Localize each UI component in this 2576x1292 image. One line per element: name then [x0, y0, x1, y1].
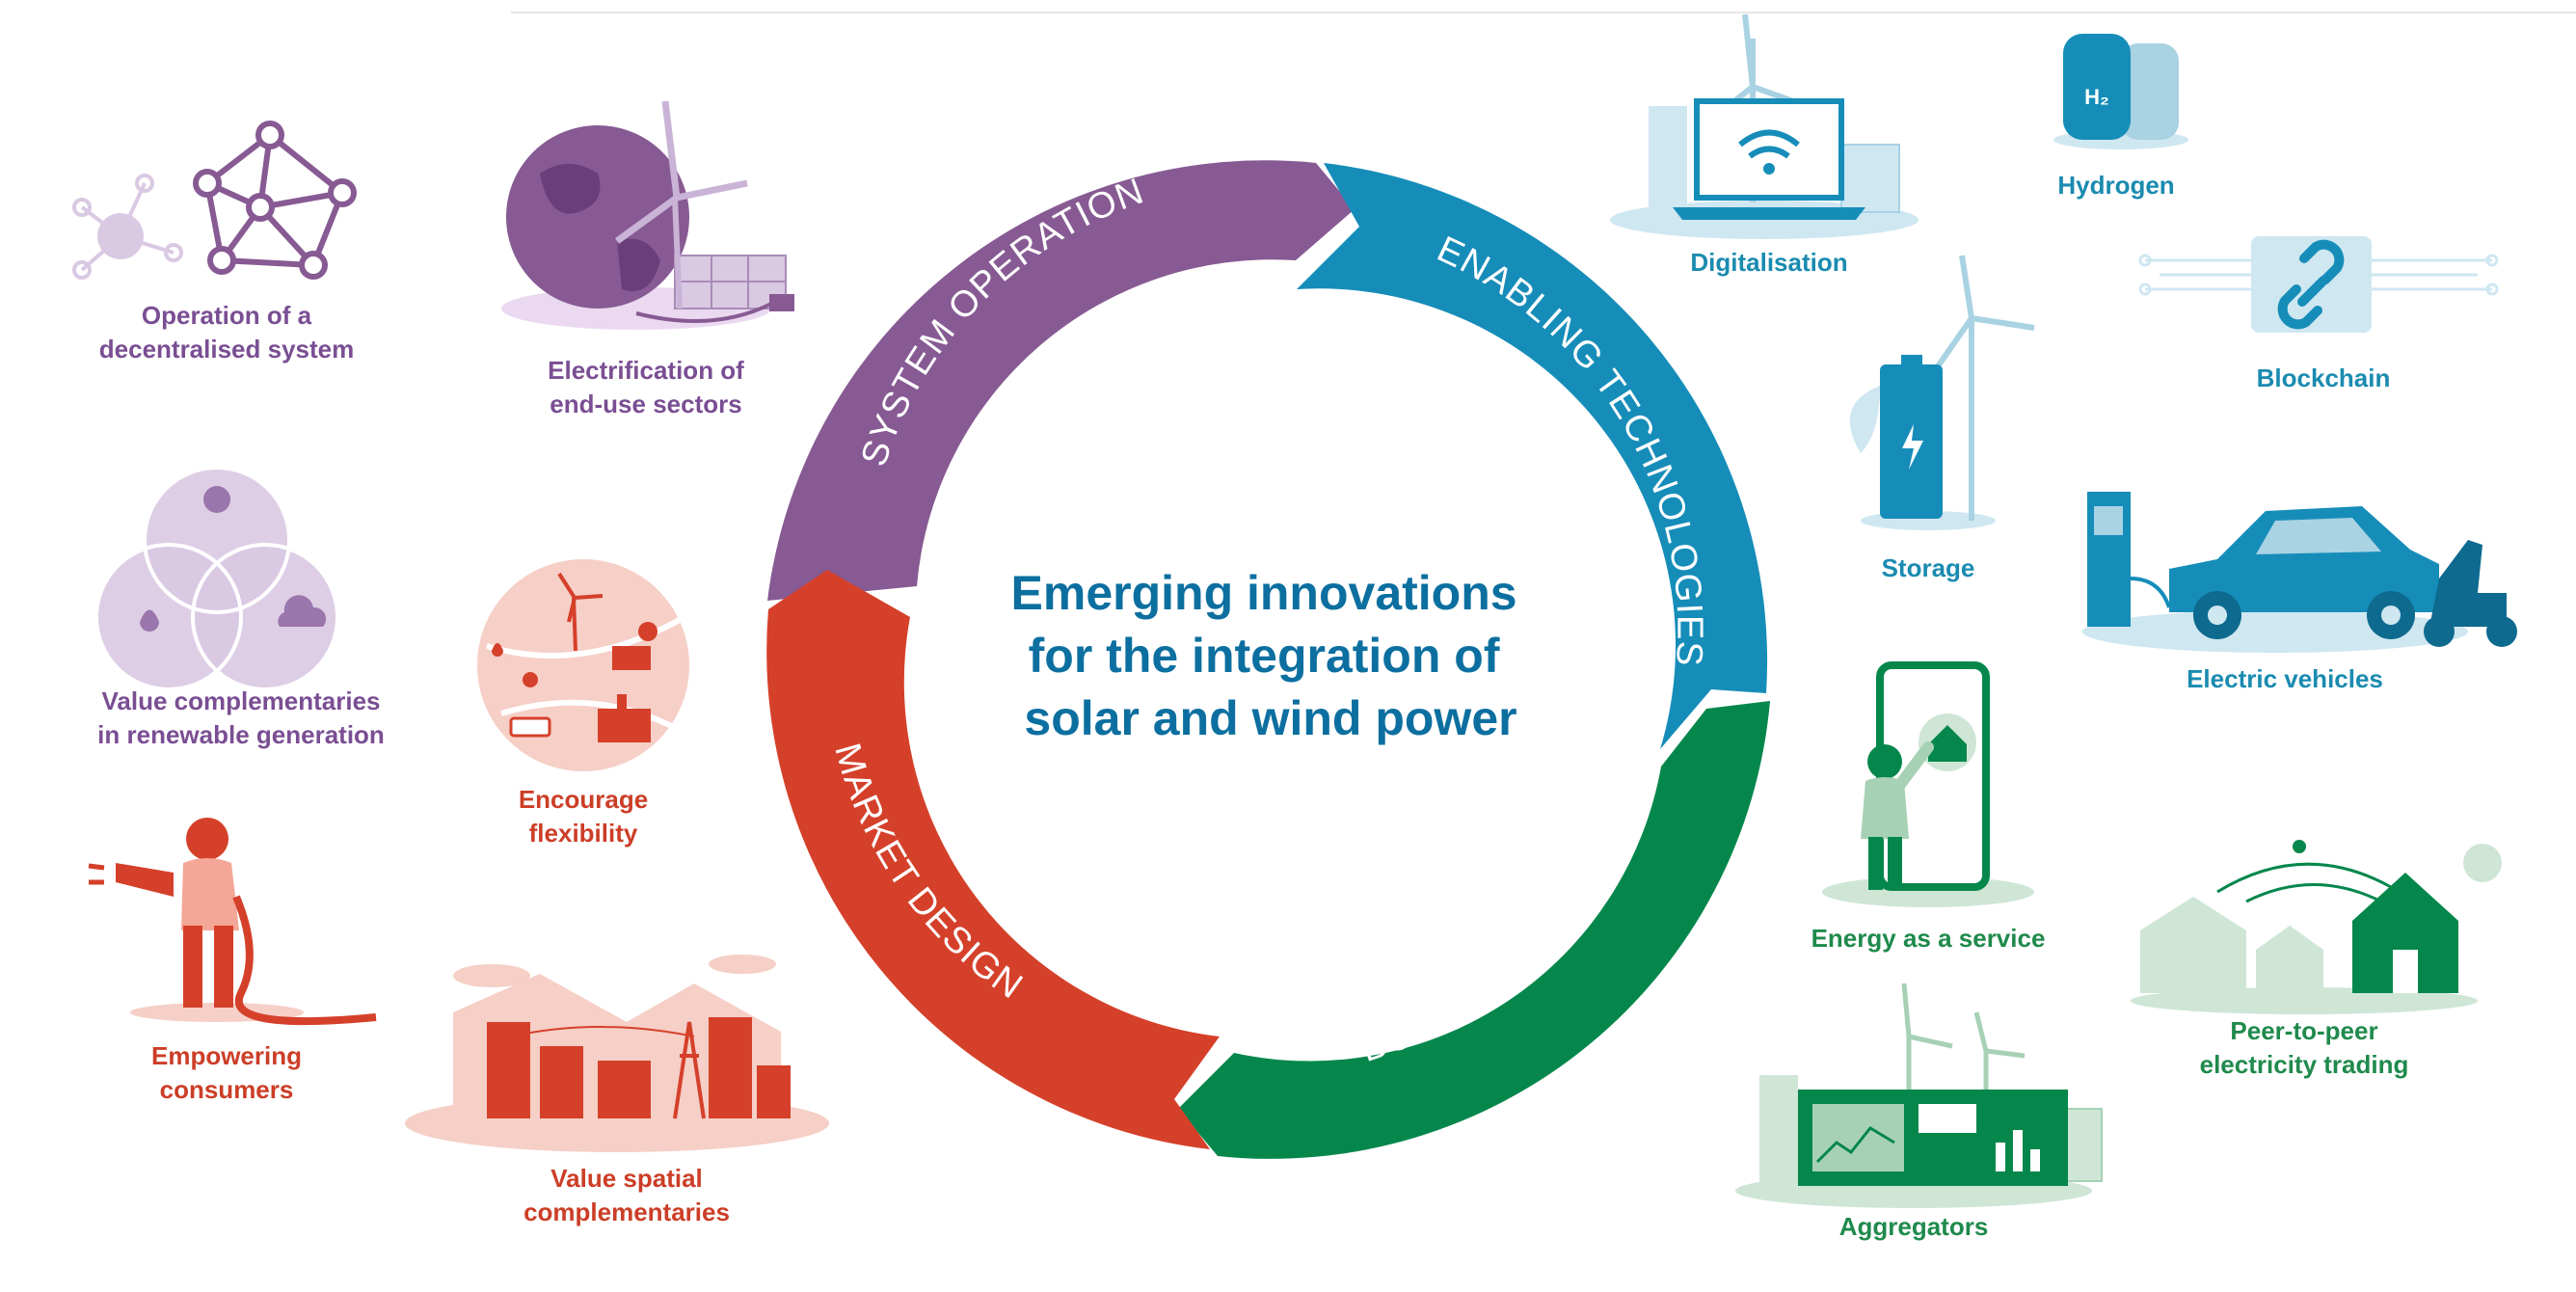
- market-design-segment: [766, 570, 1220, 1149]
- network-graph-icon: [72, 121, 357, 280]
- value-complementaries-renewable-label: Value complementaries in renewable gener…: [97, 686, 385, 749]
- electric-car-icon: [2082, 492, 2517, 653]
- encourage-flexibility-label: Encourage flexibility: [518, 785, 649, 848]
- enabling-technologies-segment: [1297, 163, 1768, 749]
- flexibility-circle-icon: [477, 559, 689, 771]
- electric-vehicles-label: Electric vehicles: [2187, 664, 2383, 693]
- battery-icon: [1849, 255, 2035, 530]
- laptop-wifi-icon: [1610, 13, 1919, 239]
- smartphone-house-icon: [1822, 661, 2034, 907]
- center-title: Emerging innovations for the integration…: [1011, 566, 1531, 745]
- hydrogen-label: Hydrogen: [2057, 171, 2175, 200]
- houses-trading-icon: [2131, 840, 2502, 1014]
- peer-to-peer-trading-label: Peer-to-peer electricity trading: [2199, 1016, 2409, 1079]
- globe-wind-solar-icon: [501, 100, 794, 330]
- digitalisation-label: Digitalisation: [1690, 248, 1848, 277]
- top-divider: [511, 12, 2576, 13]
- venn-weather-icon: [94, 466, 339, 691]
- innovation-ring: [766, 160, 1770, 1159]
- storage-label: Storage: [1881, 553, 1975, 582]
- chain-link-icon: [2138, 236, 2499, 333]
- aggregators-label: Aggregators: [1838, 1212, 1989, 1241]
- hydrogen-tank-icon: H₂: [2053, 34, 2188, 149]
- electrification-end-use-label: Electrification of end-use sectors: [548, 356, 744, 418]
- person-plug-icon: [88, 818, 377, 1026]
- system-operation-segment: [767, 160, 1355, 601]
- city-grid-icon: [405, 955, 829, 1152]
- dashboard-board-icon: [1735, 982, 2103, 1208]
- energy-as-a-service-label: Energy as a service: [1811, 924, 2046, 953]
- operation-decentralised-system-label: Operation of a decentralised system: [98, 301, 355, 363]
- hydrogen-tank-text: H₂: [2084, 85, 2109, 109]
- empowering-consumers-label: Empowering consumers: [150, 1041, 302, 1104]
- business-models-segment: [1178, 701, 1770, 1159]
- blockchain-label: Blockchain: [2256, 363, 2391, 392]
- value-spatial-complementaries-label: Value spatial complementaries: [523, 1164, 730, 1226]
